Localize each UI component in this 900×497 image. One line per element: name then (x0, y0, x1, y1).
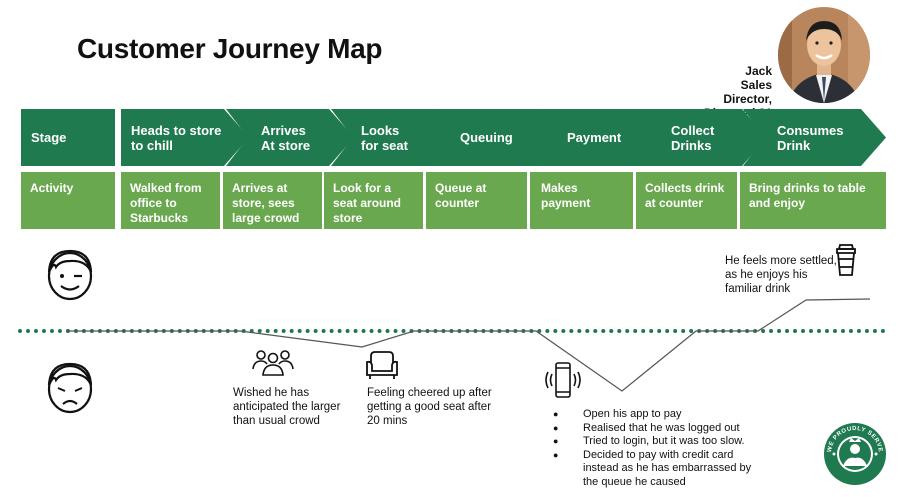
list-item: Realised that he was logged out (553, 422, 751, 436)
activity-payment: Makes payment (530, 172, 633, 229)
activity-look-seat: Look for a seat around store (324, 172, 423, 229)
crowd-icon (250, 347, 296, 382)
activity-queue: Queue at counter (426, 172, 527, 229)
persona-role: Sales Director, (723, 78, 772, 106)
list-item: Tried to login, but it was too slow. (553, 435, 751, 449)
list-item: Decided to pay with credit card instead … (553, 449, 751, 490)
payment-points: Open his app to pay Realised that he was… (553, 408, 751, 490)
stage-consumes-drink: Consumes Drink (743, 109, 886, 166)
coffee-cup-icon (834, 243, 858, 282)
activity-arrives: Arrives at store, sees large crowd (223, 172, 322, 229)
persona-name: Jack (745, 64, 772, 78)
happy-face-icon (42, 245, 98, 308)
starbucks-logo: WE PROUDLY SERVE (821, 418, 889, 486)
note-seat: Feeling cheered up after getting a good … (367, 387, 492, 427)
list-item: Open his app to pay (553, 408, 751, 422)
armchair-icon (364, 349, 400, 386)
activity-collect: Collects drink at counter (636, 172, 737, 229)
note-drink: He feels more settled, as he enjoys his … (725, 255, 837, 295)
activity-walked: Walked from office to Starbucks (121, 172, 220, 229)
activity-enjoy: Bring drinks to table and enjoy (740, 172, 886, 229)
note-crowd: Wished he has anticipated the larger tha… (233, 387, 341, 427)
stage-header: Stage (21, 109, 115, 166)
activity-header: Activity (21, 172, 115, 229)
page-title: Customer Journey Map (77, 33, 383, 64)
stage-heads-to-store: Heads to store to chill (121, 109, 249, 166)
sad-face-icon (42, 358, 98, 421)
phone-icon (544, 361, 582, 404)
